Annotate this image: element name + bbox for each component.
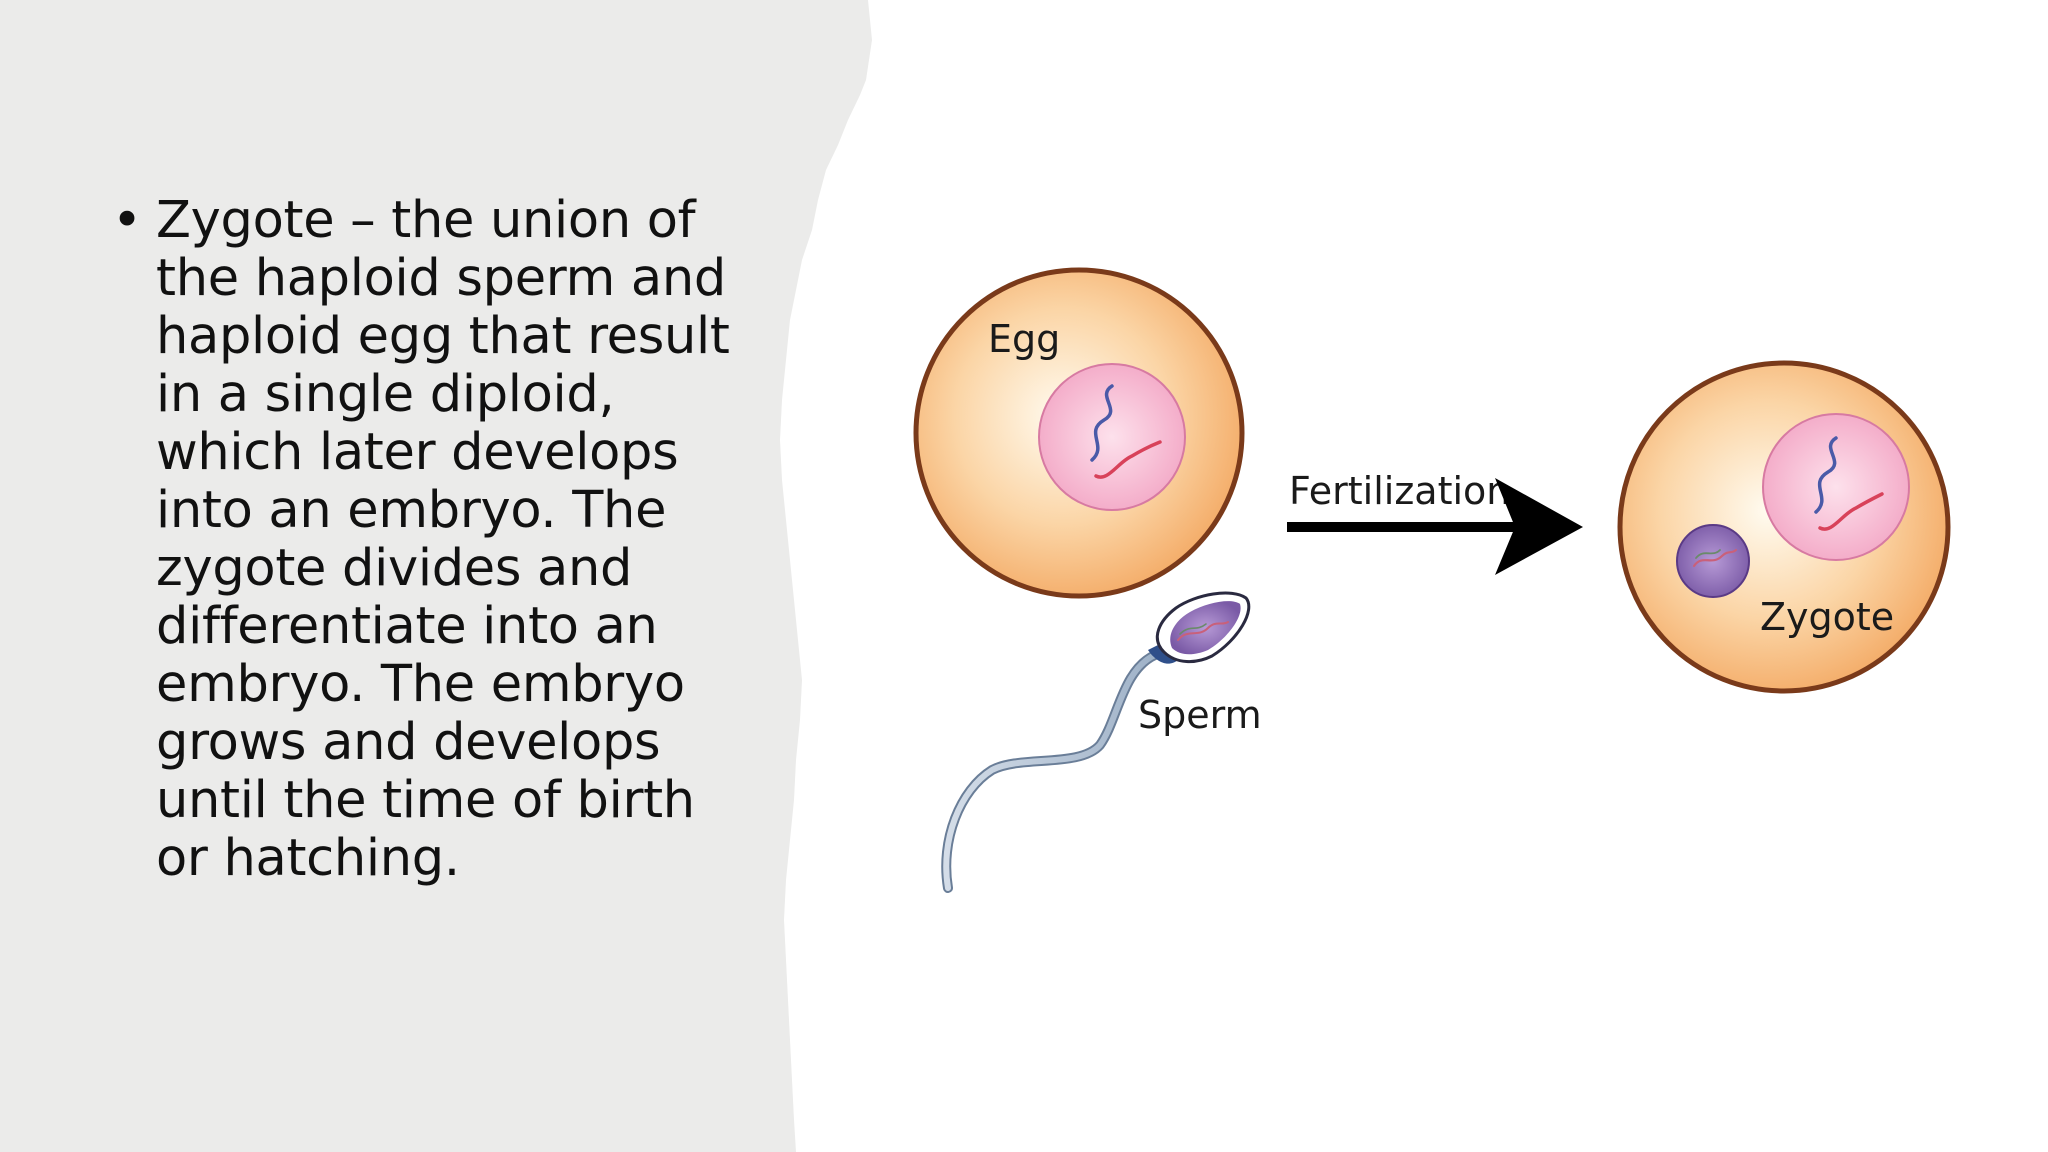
zygote-label: Zygote [1760, 595, 1894, 639]
sperm-label: Sperm [1138, 693, 1262, 737]
fertilization-arrow: Fertilization [1287, 469, 1583, 575]
bullet-point: • [112, 191, 142, 250]
egg-label: Egg [988, 317, 1060, 361]
zygote-egg-nucleus [1762, 413, 1910, 561]
bullet-list: • Zygote – the union of the haploid sper… [112, 192, 732, 888]
fertilization-label: Fertilization [1289, 469, 1510, 513]
zygote-sperm-nucleus [1676, 524, 1750, 598]
sperm-cell: Sperm [941, 591, 1262, 893]
egg-chromosome-red [1094, 440, 1162, 479]
zygote-cell: Zygote [1617, 360, 1951, 694]
egg-cell: Egg [913, 267, 1245, 599]
zygote-definition-text: Zygote – the union of the haploid sperm … [156, 191, 730, 888]
egg-chromosome-blue [1090, 384, 1114, 462]
egg-nucleus [1038, 363, 1186, 511]
